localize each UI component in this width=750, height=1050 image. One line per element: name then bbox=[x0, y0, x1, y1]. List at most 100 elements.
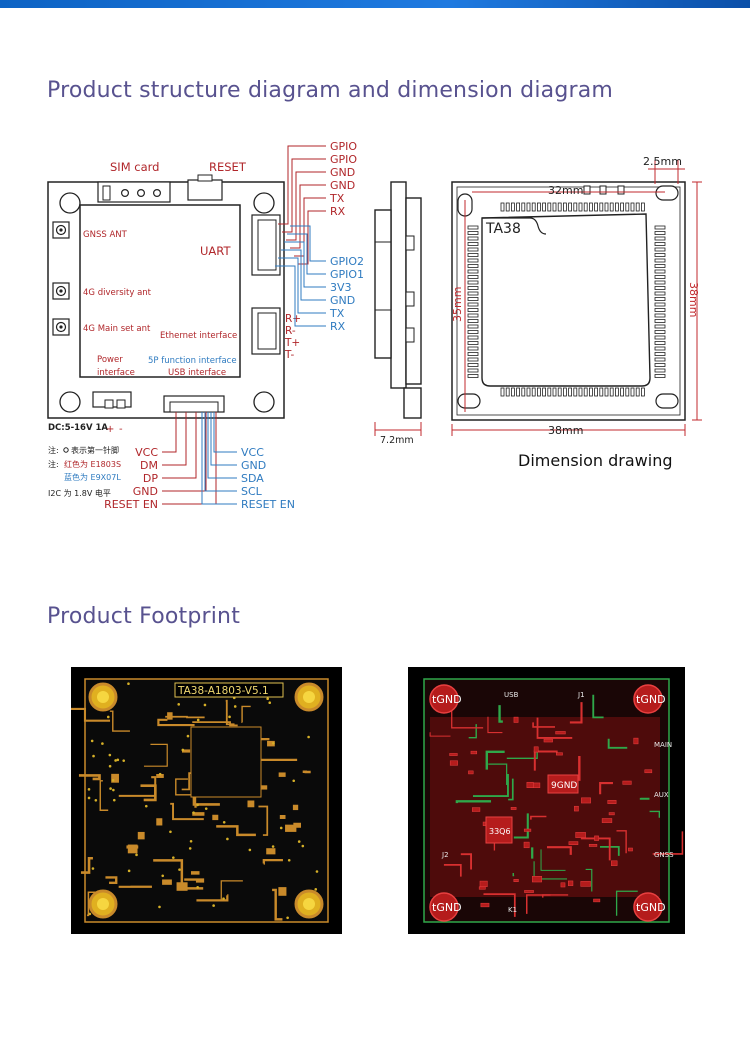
gnd-label-bottom-left: tGND bbox=[432, 901, 462, 914]
usb-red-pin-label: RESET EN bbox=[104, 498, 158, 511]
uart-blue-pin-label: GPIO2 bbox=[330, 255, 364, 268]
ethernet-pin-label: R- bbox=[285, 325, 296, 337]
top-layer-traces bbox=[71, 682, 319, 921]
gnd-label-bottom-right: tGND bbox=[636, 901, 666, 914]
uart-red-pin-label: GPIO bbox=[330, 140, 357, 153]
dimension-drawing-caption: Dimension drawing bbox=[518, 451, 673, 470]
note2-blue: 蓝色为 E9X07L bbox=[64, 472, 121, 482]
usb-blue-wire bbox=[207, 412, 237, 479]
uart-blue-wire bbox=[281, 249, 326, 301]
ethernet-pin-label: T+ bbox=[284, 337, 300, 349]
footprint-section-title: Product Footprint bbox=[47, 604, 241, 629]
uart-blue-wire bbox=[275, 265, 326, 327]
uart-red-pin-label: GND bbox=[330, 179, 355, 192]
uart-red-wire bbox=[286, 171, 326, 241]
power-interface-label: Power interface bbox=[97, 355, 135, 378]
side-view bbox=[374, 181, 422, 419]
bottom-layer-traces bbox=[429, 694, 684, 917]
silkscreen-label: MAIN bbox=[654, 741, 672, 749]
silkscreen-label: GNSS bbox=[654, 851, 674, 859]
usb-blue-wire bbox=[213, 412, 237, 453]
module-dimensions: 32mm 2.5mm 35mm 38mm 38mm bbox=[451, 155, 702, 437]
power-interface-line1: Power bbox=[97, 355, 123, 365]
usb-red-wire bbox=[162, 412, 177, 453]
note3: I2C 为 1.8V 电平 bbox=[48, 488, 111, 498]
usb-blue-pin-label: SCL bbox=[241, 485, 263, 498]
note1-text: 表示第一针脚 bbox=[71, 445, 119, 455]
power-minus-label: - bbox=[119, 424, 123, 435]
main-ant-label: 4G Main set ant bbox=[83, 324, 151, 334]
sim-card-label: SIM card bbox=[110, 160, 159, 174]
silkscreen-label: AUX bbox=[654, 791, 669, 799]
silkscreen-label: J1 bbox=[577, 691, 585, 699]
uart-label: UART bbox=[200, 244, 231, 258]
usb-blue-pin-label: GND bbox=[241, 459, 266, 472]
usb-blue-pin-label: SDA bbox=[241, 472, 264, 485]
side-width-label: 7.2mm bbox=[380, 435, 414, 446]
gnd-label-top-left: tGND bbox=[432, 693, 462, 706]
usb-blue-pin-label: VCC bbox=[241, 446, 264, 459]
ethernet-pin-label: T- bbox=[284, 349, 294, 361]
uart-red-wire bbox=[294, 197, 326, 257]
ethernet-pin-labels: R+R-T+T- bbox=[284, 313, 301, 361]
usb-blue-wire bbox=[210, 412, 237, 466]
usb-red-wire bbox=[162, 412, 187, 466]
usb-blue-wire bbox=[204, 412, 237, 492]
dc-label: DC:5-16V 1A bbox=[48, 423, 108, 433]
module-top-view: TA38 bbox=[451, 181, 686, 421]
chip-label: TA38 bbox=[485, 221, 521, 237]
ethernet-pin-label: R+ bbox=[285, 313, 301, 325]
module-pins bbox=[467, 202, 666, 397]
usb-red-pin-label: DM bbox=[140, 459, 158, 472]
structure-diagram: SIM card RESET GNSS ANT 4G diversity ant… bbox=[47, 140, 702, 511]
board-outline bbox=[47, 174, 285, 419]
top-width-label: 32mm bbox=[548, 184, 583, 197]
pin-one-marker-icon bbox=[63, 447, 69, 453]
usb-red-pin-label: VCC bbox=[135, 446, 158, 459]
note1-prefix: 注: bbox=[48, 445, 59, 455]
usb-blue-pin-label: RESET EN bbox=[241, 498, 295, 511]
footprint-chip-label: 33Q6 bbox=[489, 827, 511, 836]
uart-red-pin-label: GND bbox=[330, 166, 355, 179]
usb-red-pin-label: DP bbox=[143, 472, 158, 485]
uart-blue-wire bbox=[278, 257, 326, 314]
footprint-top-layer: TA38-A1803-V5.1 bbox=[71, 667, 342, 934]
note2-prefix: 注: bbox=[48, 459, 59, 469]
gnss-ant-label: GNSS ANT bbox=[83, 230, 128, 240]
silkscreen-label: K1 bbox=[508, 906, 517, 914]
uart-blue-pin-label: TX bbox=[329, 307, 345, 320]
uart-red-pin-label: TX bbox=[329, 192, 345, 205]
uart-blue-pin-label: 3V3 bbox=[330, 281, 352, 294]
bottom-width-label: 38mm bbox=[548, 424, 583, 437]
uart-blue-wire bbox=[287, 233, 326, 275]
uart-blue-wire bbox=[284, 241, 326, 288]
footprint-top-label: TA38-A1803-V5.1 bbox=[177, 685, 269, 697]
silkscreen-label: USB bbox=[504, 691, 519, 699]
footprint-chip-label2: 9GND bbox=[551, 781, 577, 791]
left-height-label: 35mm bbox=[451, 287, 464, 322]
usb-interface-label: USB interface bbox=[168, 368, 226, 378]
usb-red-pin-label: GND bbox=[133, 485, 158, 498]
uart-blue-pin-label: RX bbox=[330, 320, 346, 333]
top-banner-strip bbox=[0, 0, 750, 8]
gnd-label-top-right: tGND bbox=[636, 693, 666, 706]
structure-section-title: Product structure diagram and dimension … bbox=[47, 78, 614, 103]
note2-red: 红色为 E1803S bbox=[64, 459, 121, 469]
uart-red-wire bbox=[278, 145, 326, 225]
power-plus-label: + bbox=[106, 424, 114, 435]
right-height-label: 38mm bbox=[687, 282, 700, 317]
uart-red-wire bbox=[298, 210, 326, 265]
fivep-label: 5P function interface bbox=[148, 356, 237, 366]
uart-red-pin-label: RX bbox=[330, 205, 346, 218]
hole-offset-label: 2.5mm bbox=[643, 155, 682, 168]
power-interface-line2: interface bbox=[97, 368, 135, 378]
uart-red-wire bbox=[282, 158, 326, 233]
side-width-dimension: 7.2mm bbox=[374, 422, 422, 446]
silkscreen-label: J2 bbox=[441, 851, 449, 859]
uart-blue-wire bbox=[290, 225, 326, 262]
notes-block: 注: 表示第一针脚 注: 红色为 E1803S 蓝色为 E9X07L I2C 为… bbox=[48, 445, 121, 498]
